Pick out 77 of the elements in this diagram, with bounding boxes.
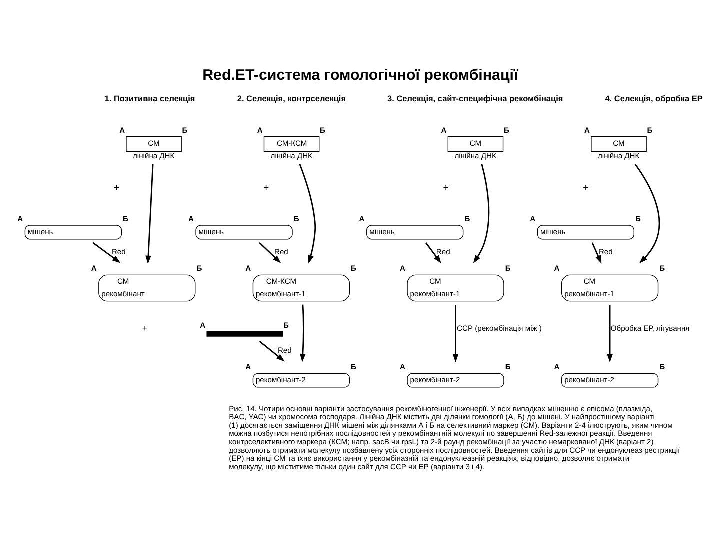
arrow (300, 304, 306, 362)
node-label: Б (351, 362, 356, 372)
node-label: А (554, 264, 560, 273)
node-label: Б (294, 214, 300, 224)
node-box: СМ-КСМ рекомбінант-1 (252, 274, 350, 302)
caption: Рис. 14. Чотири основні варіанти застосування рекомбіногенної інженерії. У всіх випадках мішенню є епісома (плазміда, BAC, YAC) чи хромосома господаря. Лінійна ДНК містить дві ділянки гомології (А, Б) до мішені. У найпростішому варіанті (1) досягається заміщення ДНК мішені між ділянками А і Б на селективний маркер (СМ). Варіанти 2-4 ілюструють, яким чином можна позбутися непотрібних послідовностей у рекомбінантній молекулі по завершенні Red-залежної реакції. Введення контрселективного маркера (КСМ; напр. sacB чи rpsL) та 2-й раунд рекомбінації за участю немаркованої ДНК (варіант 2) дозволяють отримати молекулу позбавлену усіх сторонніх послідовностей. Введення сайтів для ССР чи ендонуклеаз рестрикції (ЕР) на кінці СМ та їхнє використання у рекомбіназній та ендонуклеазній реакціях, відповідно, дозволяє отримати молекулу, що міститиме тільки один сайт для ССР чи ЕР (варіанти 3 і 4). (229, 404, 680, 472)
node-label: А (246, 362, 252, 372)
node-label: Б (505, 264, 511, 273)
edge-label: Red (278, 346, 292, 355)
node-label: Б (636, 214, 641, 224)
diagram-title: Red.ET-система гомологічної рекомбінації (202, 66, 518, 84)
edge-label: Red (112, 247, 126, 256)
label: + (264, 182, 270, 194)
arrow (425, 242, 442, 264)
node-box: СМ рекомбінант-1 (562, 274, 659, 302)
node-label: А (400, 362, 406, 372)
node-label: А (359, 214, 365, 224)
node-label: Б (351, 264, 356, 273)
node-label: лінійна ДНК (454, 152, 496, 161)
node-label: Б (196, 264, 202, 273)
node-label: А (120, 126, 126, 136)
node-label: Б (660, 264, 666, 273)
node-label: А (91, 264, 97, 273)
node-label: А (257, 126, 263, 136)
node-box: СМ (591, 136, 647, 152)
node-label: А (441, 126, 447, 136)
edge-label: ССР (рекомбінація між ) (457, 324, 542, 333)
node-box: мішень (366, 225, 464, 240)
node-label: лінійна ДНК (598, 152, 640, 161)
node-label: А (584, 126, 590, 136)
node-label: лінійна ДНК (270, 152, 312, 161)
node-box: СМ (448, 136, 504, 152)
arrow (473, 164, 490, 264)
arrow (92, 242, 121, 264)
node-label: Б (647, 126, 653, 136)
node-box: СМ рекомбінант (98, 274, 196, 302)
label: + (142, 323, 148, 334)
node-label: Б (660, 362, 666, 372)
node-label: Б (505, 362, 511, 372)
node-label: Б (320, 126, 326, 136)
node-label: А (246, 264, 252, 273)
label: + (114, 182, 120, 194)
node-box: рекомбінант-2 (562, 373, 659, 388)
node-box: мішень (24, 225, 122, 240)
node-label: А (554, 362, 560, 372)
arrow (634, 164, 660, 264)
node-label: А (188, 214, 194, 224)
node-box: СМ-КСМ (264, 136, 320, 152)
node-label: Б (182, 126, 188, 136)
node-box: мішень (196, 225, 293, 240)
node-label: А (530, 214, 536, 224)
label: + (583, 182, 589, 194)
arrow (592, 242, 602, 264)
node-label: Б (284, 321, 289, 330)
node-label: Б (464, 214, 470, 224)
node-box: рекомбінант-2 (252, 373, 350, 388)
node-box: мішень (537, 225, 634, 240)
node-box: СМ рекомбінант-1 (407, 274, 504, 302)
node-box: СМ (126, 136, 182, 152)
edge-label: Red (436, 247, 450, 256)
node-box: рекомбінант-2 (407, 373, 504, 388)
node-label: Б (504, 126, 510, 136)
node-label: Б (123, 214, 128, 224)
arrow (452, 304, 459, 363)
arrow (146, 164, 154, 264)
arrow (607, 304, 613, 363)
arrow (259, 242, 282, 264)
arrow (299, 164, 316, 264)
node-label: А (400, 264, 406, 273)
arrow (259, 341, 285, 362)
node-label: лінійна ДНК (133, 152, 175, 161)
node-label: А (18, 214, 24, 224)
node-label: А (200, 321, 206, 330)
edge-label: Red (598, 247, 613, 256)
edge-label: Red (274, 247, 288, 256)
label: + (443, 182, 449, 194)
edge-label: Обробка ЕР, лігування (610, 324, 690, 333)
